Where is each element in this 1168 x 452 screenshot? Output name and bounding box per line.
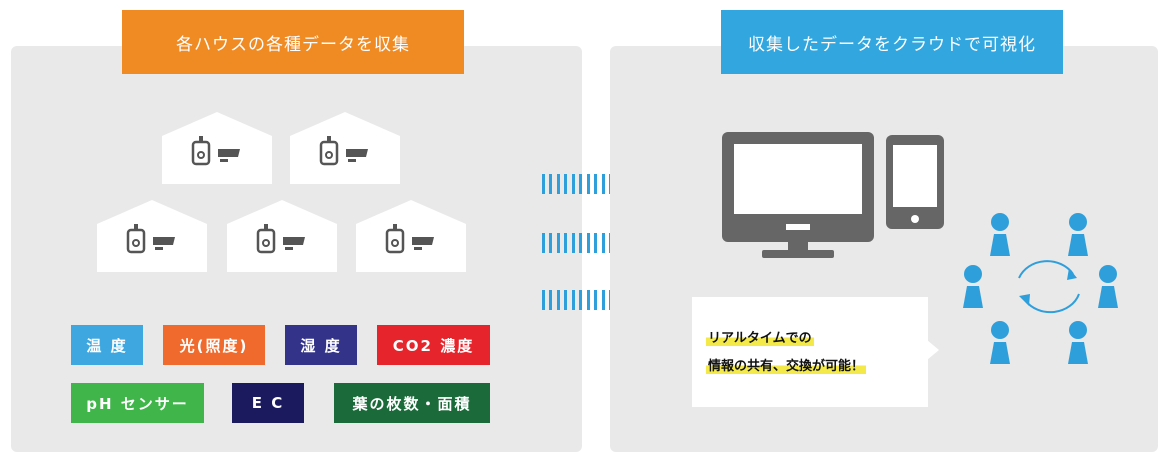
connector-bar — [601, 233, 605, 253]
tag-light: 光(照度) — [163, 325, 265, 365]
person-icons — [963, 213, 1118, 364]
connector-bar — [571, 290, 575, 310]
connector-bar — [556, 174, 560, 194]
connector-bar — [556, 290, 560, 310]
tag-leaf-count-area: 葉の枚数・面積 — [334, 383, 490, 423]
left-section-title: 各ハウスの各種データを収集 — [122, 10, 464, 74]
people-sharing-diagram — [963, 213, 1118, 364]
connector-bar — [564, 174, 568, 194]
sensor-icon — [126, 224, 146, 254]
camera-icon — [412, 237, 434, 250]
sensor-icon — [256, 224, 276, 254]
speech-bubble-tail — [927, 340, 939, 360]
connector-bar — [594, 290, 598, 310]
tag-humidity: 湿 度 — [285, 325, 357, 365]
connector-bar — [601, 174, 605, 194]
house-1 — [162, 112, 272, 184]
smartphone-icon — [886, 135, 944, 229]
connector-bar — [586, 174, 590, 194]
connector-bar — [586, 290, 590, 310]
connector-bar — [564, 290, 568, 310]
house-2 — [290, 112, 400, 184]
person-icon — [1098, 265, 1118, 308]
connector-bar — [594, 174, 598, 194]
connector-bar — [586, 233, 590, 253]
connector-bar — [549, 233, 553, 253]
connector-bar — [594, 233, 598, 253]
connector-bar — [542, 290, 545, 310]
person-icon — [990, 321, 1010, 364]
desktop-monitor-icon — [722, 132, 874, 258]
bubble-text-line-2: 情報の共有、交換が可能！ — [706, 355, 867, 374]
house-3 — [97, 200, 207, 272]
right-section-title: 収集したデータをクラウドで可視化 — [721, 10, 1063, 74]
connector-bar — [571, 233, 575, 253]
connector-bar — [579, 174, 583, 194]
speech-bubble — [692, 297, 928, 407]
connector-bar — [542, 174, 545, 194]
tag-co2: CO2 濃度 — [377, 325, 490, 365]
house-5 — [356, 200, 466, 272]
connector-bar — [571, 174, 575, 194]
connector-bar — [549, 290, 553, 310]
sensor-icon — [385, 224, 405, 254]
sensor-icon — [319, 136, 339, 166]
person-icon — [1068, 213, 1088, 256]
camera-icon — [346, 149, 368, 162]
camera-icon — [218, 149, 240, 162]
tag-ph-sensor: pH センサー — [71, 383, 204, 423]
person-icon — [963, 265, 983, 308]
bubble-text-line-1: リアルタイムでの — [706, 327, 814, 346]
camera-icon — [283, 237, 305, 250]
connector-bar — [579, 290, 583, 310]
connector-bar — [542, 233, 545, 253]
connector-bar — [601, 290, 605, 310]
connector-bar — [549, 174, 553, 194]
tag-temperature: 温 度 — [71, 325, 143, 365]
house-4 — [227, 200, 337, 272]
connector-bar — [579, 233, 583, 253]
person-icon — [1068, 321, 1088, 364]
sync-arrows-icon — [1018, 260, 1080, 314]
sensor-icon — [191, 136, 211, 166]
person-icon — [990, 213, 1010, 256]
camera-icon — [153, 237, 175, 250]
connector-bar — [556, 233, 560, 253]
tag-ec: E C — [232, 383, 304, 423]
connector-bar — [564, 233, 568, 253]
